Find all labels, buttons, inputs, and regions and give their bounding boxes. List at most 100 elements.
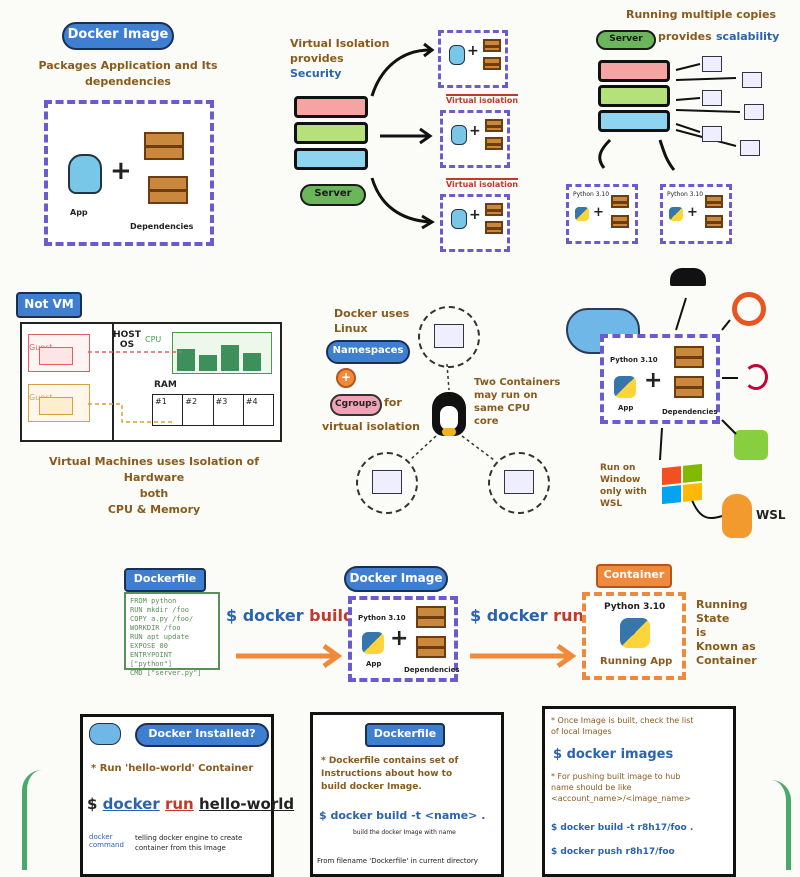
namespaces-pill: Namespaces (326, 340, 410, 364)
push-desc: * For pushing built image to hub name sh… (551, 771, 691, 804)
guest-vm-2: Guest (28, 384, 90, 422)
container-icon (702, 90, 722, 106)
scaled-container-1: Python 3.10 + (566, 184, 638, 244)
virtual-isolation-label: Virtual isolation (446, 94, 519, 105)
gopher-app-icon (451, 125, 467, 145)
dockerfile-line: EXPOSE 80 (130, 642, 168, 650)
ram-slot: #3 (214, 395, 244, 425)
caption-line: Linux (334, 322, 368, 335)
command-prefix: $ docker (226, 606, 304, 625)
plus-icon: + (467, 43, 479, 59)
caption-line: both (139, 487, 169, 500)
desc-line: * For pushing built image to hub (551, 772, 681, 781)
command-dollar: $ (87, 795, 98, 813)
plus-icon: + (593, 205, 604, 220)
caption-line: Running (696, 598, 748, 611)
run-hello-world-note: * Run 'hello-world' Container (91, 763, 254, 774)
docker-uses-label: Docker uses Linux (334, 306, 409, 336)
not-vm-title: Not VM (16, 292, 82, 318)
box-icon (611, 215, 629, 228)
dockerfile-card: Dockerfile * Dockerfile contains set of … (310, 712, 504, 877)
docker-image-flow-box: Python 3.10 App + Dependencies (348, 596, 460, 682)
command-verb: run (553, 606, 584, 625)
dockerfile-line: WORKDIR /foo (130, 624, 181, 632)
python-icon (614, 376, 636, 398)
box-icon (144, 132, 184, 160)
python-icon (575, 207, 589, 221)
docker-installed-title: Docker Installed? (135, 723, 269, 747)
caption-line: Security (290, 67, 342, 80)
server-icon (598, 60, 670, 136)
server-label: Server (596, 30, 656, 50)
container-icon (372, 470, 402, 494)
tux-penguin-icon (432, 392, 466, 436)
container-flow-box: Python 3.10 Running App (582, 592, 686, 680)
python-icon (362, 632, 384, 654)
caption-line: Run on (600, 463, 636, 473)
server-label: Server (300, 184, 366, 206)
python-label: Python 3.10 (667, 191, 704, 198)
python-label: Python 3.10 (604, 602, 666, 612)
plus-icon: + (469, 123, 481, 139)
command-run: run (164, 795, 194, 813)
box-icon (416, 636, 446, 658)
caption-line: Hardware (123, 471, 185, 484)
scalability-caption-2: provides (658, 30, 712, 43)
command-dot: . (481, 809, 486, 822)
box-icon (485, 119, 503, 132)
seaweed-decoration-icon (22, 770, 49, 870)
caption-line: may run on (474, 390, 538, 401)
dockerfile-flow-title: Dockerfile (124, 568, 206, 592)
plus-icon: + (687, 205, 698, 220)
command-prefix: $ docker (470, 606, 548, 625)
container-flow-title: Container (596, 564, 672, 588)
app-label: App (618, 404, 634, 412)
container-icon (740, 140, 760, 156)
box-icon (483, 39, 501, 52)
dockerfile-line: CMD ["server.py"] (130, 669, 202, 677)
python-icon (669, 207, 683, 221)
box-icon (148, 176, 188, 204)
docker-image-flow-title: Docker Image (344, 566, 448, 592)
container-circle (488, 452, 550, 514)
box-icon (485, 221, 503, 234)
container-circle (356, 452, 418, 514)
ram-slot: #2 (183, 395, 214, 425)
ram-slot: #1 (153, 395, 184, 425)
seaweed-decoration-icon (764, 780, 791, 870)
desc-line: name should be like (551, 783, 632, 792)
box-icon (483, 57, 501, 70)
caption-line: WSL (600, 499, 623, 509)
container-icon (702, 56, 722, 72)
box-icon (485, 137, 503, 150)
caption-line: Docker uses (334, 307, 410, 320)
scalability-caption-1: Running multiple copies (626, 8, 777, 21)
isolated-container-1: + (438, 30, 508, 88)
wsl-penguin-icon (722, 494, 752, 538)
images-desc: * Once Image is built, check the list of… (551, 715, 694, 737)
cpu-label: CPU (145, 335, 162, 344)
docker-images-command: $ docker images (553, 747, 674, 762)
ram-slot: #4 (245, 397, 258, 406)
command-text: $ docker build -t <name> (319, 809, 478, 822)
hat-icon (670, 268, 706, 286)
vm-diagram: Guest Guest HOST OS CPU RAM #1 #2 #3 #4 (20, 322, 282, 442)
scaled-container-2: Python 3.10 + (660, 184, 732, 244)
plus-icon: + (644, 368, 663, 393)
running-state-caption: Running State is Known as Container (696, 598, 757, 668)
python-icon (620, 618, 650, 648)
ram-label: RAM (154, 380, 177, 390)
two-containers-caption: Two Containers may run on same CPU core (474, 376, 560, 428)
build-tag-command: $ docker build -t r8h17/foo . (551, 823, 694, 833)
desc-line: Instructions about how to (321, 769, 453, 779)
dockerfile-line: ENTRYPOINT ["python"] (130, 651, 173, 668)
app-label: App (70, 208, 88, 217)
caption-line: only with (600, 487, 647, 497)
caption-line: Known as (696, 640, 756, 653)
ubuntu-icon (732, 292, 766, 326)
wsl-label: WSL (756, 508, 786, 522)
caption-line: is (696, 626, 707, 639)
box-icon (705, 195, 723, 208)
caption-line: CPU & Memory (107, 503, 201, 516)
